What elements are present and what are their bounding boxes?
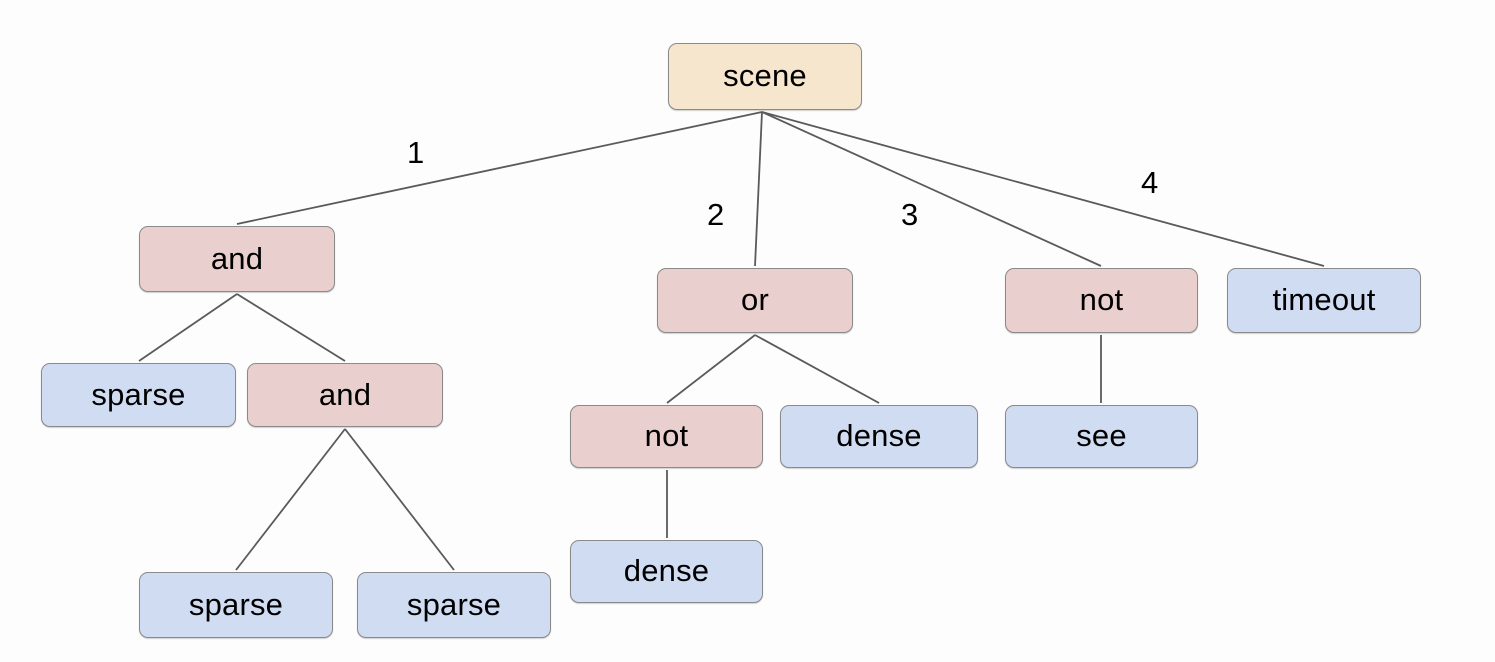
edge-or1-to-dense1: [754, 334, 880, 404]
edge-label-4: 4: [1141, 165, 1159, 200]
tree-node-label: not: [644, 418, 689, 453]
edge-scene-to-not1: [761, 111, 1102, 267]
tree-node-sparse1[interactable]: sparse: [41, 363, 236, 427]
tree-node-label: sparse: [406, 586, 502, 622]
tree-node-not1[interactable]: not: [1005, 268, 1198, 333]
edge-label-2: 2: [707, 197, 725, 232]
tree-node-and1[interactable]: and: [139, 226, 335, 292]
edge-and1-to-sparse1: [138, 293, 238, 362]
tree-node-not2[interactable]: not: [570, 405, 763, 468]
edge-label-3: 3: [901, 197, 919, 232]
edge-scene-to-or1: [754, 111, 763, 267]
edge-label-1: 1: [407, 135, 425, 170]
tree-node-sparse3[interactable]: sparse: [357, 572, 551, 638]
tree-node-label: sparse: [91, 376, 186, 412]
tree-node-label: and: [210, 240, 264, 276]
tree-node-sparse2[interactable]: sparse: [139, 572, 333, 638]
edge-and2-to-sparse2: [235, 428, 346, 571]
edge-scene-to-and1: [236, 111, 763, 225]
tree-node-label: and: [318, 376, 372, 412]
tree-node-dense1[interactable]: dense: [780, 405, 978, 468]
tree-node-label: dense: [623, 553, 710, 588]
tree-node-timeout1[interactable]: timeout: [1227, 268, 1421, 333]
edge-and1-to-and2: [236, 293, 346, 362]
tree-node-scene[interactable]: scene: [668, 43, 862, 110]
tree-node-and2[interactable]: and: [247, 363, 443, 427]
tree-node-label: see: [1076, 418, 1127, 453]
edge-scene-to-timeout1: [761, 111, 1325, 267]
tree-node-or1[interactable]: or: [657, 268, 853, 333]
tree-node-label: not: [1079, 282, 1124, 317]
tree-node-label: timeout: [1272, 282, 1376, 317]
tree-node-see1[interactable]: see: [1005, 405, 1198, 468]
tree-node-label: or: [741, 282, 769, 317]
tree-node-dense2[interactable]: dense: [570, 540, 763, 603]
tree-node-label: dense: [836, 418, 922, 453]
tree-node-label: sparse: [188, 586, 284, 622]
tree-node-label: scene: [723, 58, 807, 93]
edge-and2-to-sparse3: [344, 428, 455, 571]
edge-or1-to-not2: [666, 334, 756, 404]
